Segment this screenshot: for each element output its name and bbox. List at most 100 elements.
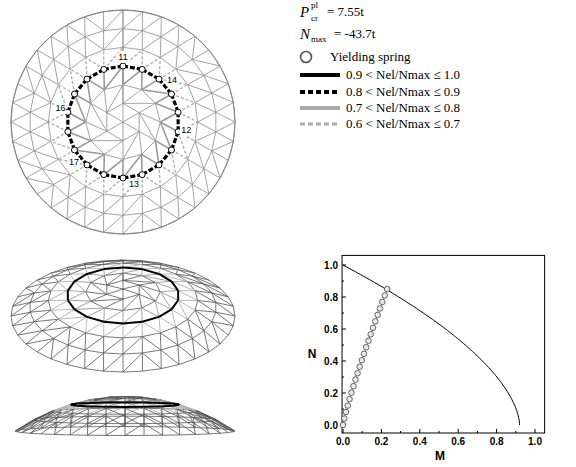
dome-member [192, 36, 195, 59]
callout-number: 11 [117, 53, 128, 63]
dome-member [26, 169, 42, 178]
dome-member [125, 424, 144, 436]
dome-member [84, 350, 85, 369]
dome-member [51, 290, 68, 291]
dome-member [215, 302, 216, 312]
dome-member [104, 29, 123, 31]
dome-member [104, 232, 123, 234]
tick-label: 1.0 [324, 260, 338, 271]
dome-member [11, 122, 13, 141]
dome-member [142, 322, 160, 333]
dome-member [209, 178, 220, 194]
yielding-spring [120, 63, 126, 69]
dome-member [123, 90, 142, 104]
dome-member [178, 291, 198, 301]
dome-member [123, 131, 139, 159]
dome-member [142, 369, 161, 372]
dome-member [34, 141, 51, 151]
dome-member [86, 317, 87, 333]
dome-member [123, 85, 124, 104]
dome-member [18, 151, 34, 160]
dome-member [26, 288, 34, 293]
dome-member [86, 122, 91, 141]
dome-member [91, 140, 123, 141]
dome-member [58, 281, 74, 282]
dome-member [125, 408, 126, 416]
dome-member [85, 37, 87, 58]
legend-sample [301, 52, 312, 63]
dome-member [91, 282, 107, 294]
dome-member [212, 84, 228, 93]
dome-member [123, 289, 124, 299]
dome-member [123, 85, 142, 90]
dome-member [104, 141, 123, 155]
dome-member [70, 175, 85, 187]
dome-member [30, 103, 51, 113]
dome-member [75, 308, 105, 309]
dome-member [91, 103, 107, 112]
dome-member [30, 112, 48, 122]
dome-member [142, 17, 161, 31]
dome-member [51, 282, 58, 291]
dome-member [125, 414, 144, 424]
dome-member [188, 159, 193, 184]
dome-member [123, 323, 124, 337]
dome-member [123, 29, 124, 48]
dome-member [142, 264, 160, 268]
dome-member [42, 75, 58, 84]
dome-member [216, 420, 235, 431]
dome-member [125, 401, 143, 407]
dome-member [48, 103, 51, 122]
dome-member [195, 103, 198, 122]
tick-mark [342, 377, 344, 378]
dome-member [104, 10, 123, 31]
dome-member [123, 310, 124, 323]
tick-mark [458, 429, 459, 433]
dome-member [54, 405, 71, 412]
dome-member [123, 10, 124, 29]
load-step-marker [342, 416, 348, 422]
dome-member [68, 175, 70, 198]
dome-member [178, 270, 195, 274]
dome-member [70, 327, 85, 333]
dome-member [26, 284, 42, 288]
dome-member [123, 280, 124, 289]
dome-member [144, 424, 145, 436]
dome-member [195, 103, 216, 113]
dome-member [42, 159, 58, 168]
yielding-spring [65, 129, 71, 135]
dome-member [106, 401, 125, 403]
dome-member [123, 299, 124, 310]
dome-member [71, 404, 78, 407]
dome-member [51, 184, 54, 207]
dome-member [188, 85, 195, 103]
dome-member [188, 282, 212, 293]
dome-member [179, 423, 180, 435]
subscript: cr [311, 14, 318, 24]
dome-member [106, 414, 125, 415]
legend-sample [300, 75, 340, 76]
dome-member [155, 292, 160, 301]
dome-member [103, 213, 104, 232]
dome-member [107, 273, 123, 285]
dome-member [11, 112, 30, 122]
yielding-spring [156, 76, 162, 82]
load-step-marker [347, 396, 353, 402]
dome-member [13, 322, 35, 326]
dome-member [107, 399, 125, 403]
dome-member [91, 103, 107, 131]
dome-member [204, 169, 209, 194]
dome-member [123, 103, 139, 112]
dome-member [123, 337, 142, 354]
dome-member [142, 50, 160, 57]
dome-member [26, 331, 42, 344]
dome-member [51, 198, 68, 208]
dome-member [104, 90, 107, 113]
dome-member [54, 434, 70, 435]
legend-text: 0.6 < Nel/Nmax ≤ 0.7 [346, 117, 460, 131]
dome-member [68, 46, 86, 57]
dome-member [18, 66, 26, 84]
dome-member [37, 184, 53, 194]
dome-member [125, 402, 144, 408]
dome-member [34, 151, 58, 159]
